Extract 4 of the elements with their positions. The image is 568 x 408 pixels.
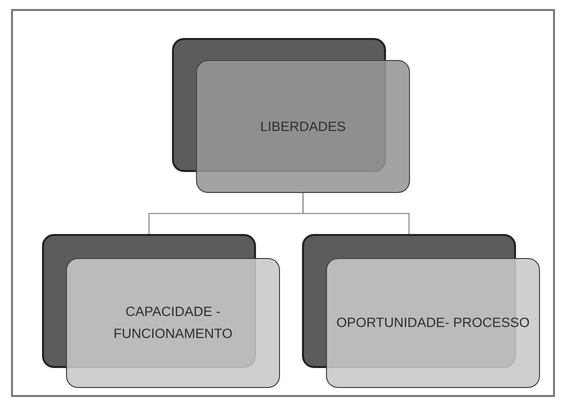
node-label: CAPACIDADE - FUNCIONAMENTO: [112, 303, 234, 343]
node-label: OPORTUNIDADE- PROCESSO: [335, 314, 531, 332]
node-label: LIBERDADES: [259, 118, 347, 136]
connector-line: [302, 193, 410, 234]
